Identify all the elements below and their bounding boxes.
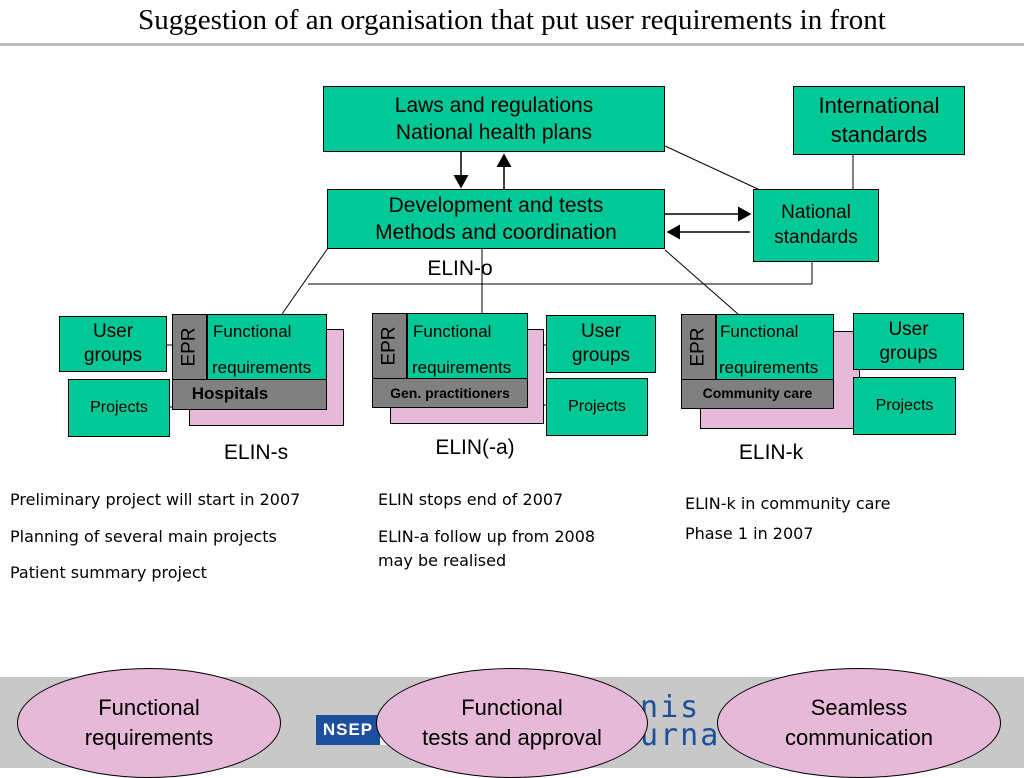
community-epr-tab: EPR: [681, 314, 716, 380]
ellipse-2-line-1: Functional: [461, 695, 563, 721]
development-line-2: Methods and coordination: [375, 221, 617, 244]
development-tests-box: Development and tests Methods and coordi…: [327, 189, 665, 249]
gp-user-groups-box: User groups: [546, 315, 656, 373]
community-user-line-2: groups: [879, 342, 938, 364]
community-projects-box: Projects: [853, 377, 956, 435]
hospitals-user-line-1: User: [92, 321, 134, 343]
community-func-line-1: Functional: [720, 322, 799, 341]
gp-func-line-2: requirements: [412, 358, 512, 377]
elin-a-note-3: may be realised: [378, 551, 507, 570]
elin-k-note-2: Phase 1 in 2007: [685, 524, 814, 543]
elin-s-note-2: Planning of several main projects: [10, 527, 277, 546]
community-functional-box: Functional requirements: [716, 314, 834, 380]
elin-s-note-3: Patient summary project: [10, 563, 207, 582]
hospitals-func-line-2: requirements: [212, 358, 312, 377]
laws-line-1: Laws and regulations: [394, 93, 594, 117]
ellipse-2-line-2: tests and approval: [422, 725, 602, 750]
community-user-groups-box: User groups: [853, 313, 964, 370]
hospitals-label: Hospitals: [191, 384, 269, 403]
line-development-hospitals: [281, 247, 329, 315]
hospitals-functional-box: Functional requirements: [207, 314, 327, 380]
national-standards-box: National standards: [753, 189, 879, 262]
elin-k-label: ELIN-k: [738, 441, 804, 464]
ellipse-1-line-2: requirements: [84, 725, 214, 750]
international-line-2: standards: [830, 121, 928, 147]
gp-user-line-2: groups: [571, 345, 631, 366]
functional-tests-ellipse: Functional tests and approval: [376, 668, 648, 778]
gp-func-line-1: Functional: [413, 322, 492, 341]
hospitals-projects-box: Projects: [68, 379, 170, 437]
hospitals-func-line-1: Functional: [213, 322, 292, 341]
elin-s-label: ELIN-s: [223, 441, 289, 464]
ellipse-3-line-1: Seamless: [810, 695, 908, 721]
ellipse-3-line-2: communication: [785, 725, 933, 750]
line-laws-national: [664, 145, 761, 191]
elin-a-note-2: ELIN-a follow up from 2008: [378, 527, 596, 546]
gp-projects-box: Projects: [546, 378, 648, 436]
hospitals-projects-text: Projects: [90, 398, 148, 416]
gp-user-line-1: User: [580, 321, 622, 343]
international-standards-box: International standards: [793, 86, 965, 155]
hospitals-epr-text: EPR: [178, 327, 200, 367]
elin-a-note-1: ELIN stops end of 2007: [378, 490, 564, 509]
international-line-1: International: [818, 92, 940, 118]
elin-s-note-1: Preliminary project will start in 2007: [10, 490, 301, 509]
page-title: Suggestion of an organisation that put u…: [138, 4, 886, 36]
elin-o-label: ELIN-o: [427, 257, 493, 280]
gp-label: Gen. practitioners: [390, 385, 510, 401]
hospitals-epr-tab: EPR: [172, 314, 207, 380]
community-epr-text: EPR: [687, 327, 709, 367]
hospitals-user-groups-box: User groups: [59, 316, 167, 372]
line-development-community: [664, 249, 739, 315]
national-line-1: National: [781, 201, 851, 223]
seamless-communication-ellipse: Seamless communication: [717, 668, 1001, 778]
functional-requirements-ellipse: Functional requirements: [17, 668, 281, 778]
community-user-line-1: User: [888, 318, 929, 340]
gp-epr-tab: EPR: [372, 313, 407, 379]
laws-regulations-box: Laws and regulations National health pla…: [323, 86, 665, 152]
development-line-1: Development and tests: [388, 193, 604, 217]
community-projects-text: Projects: [875, 396, 934, 414]
community-label: Community care: [702, 385, 813, 401]
elin-k-note-1: ELIN-k in community care: [685, 494, 891, 513]
nsep-logo: NSEP: [316, 715, 380, 745]
community-func-line-2: requirements: [719, 358, 819, 377]
laws-line-2: National health plans: [395, 121, 593, 144]
elin-a-label: ELIN(-a): [435, 436, 515, 459]
ellipse-1-line-1: Functional: [98, 695, 200, 721]
gp-functional-box: Functional requirements: [407, 313, 528, 379]
national-line-2: standards: [774, 226, 858, 248]
hospitals-user-line-2: groups: [83, 345, 143, 366]
gp-projects-text: Projects: [568, 397, 626, 415]
gp-epr-text: EPR: [378, 326, 400, 366]
title-divider: [0, 43, 1024, 46]
